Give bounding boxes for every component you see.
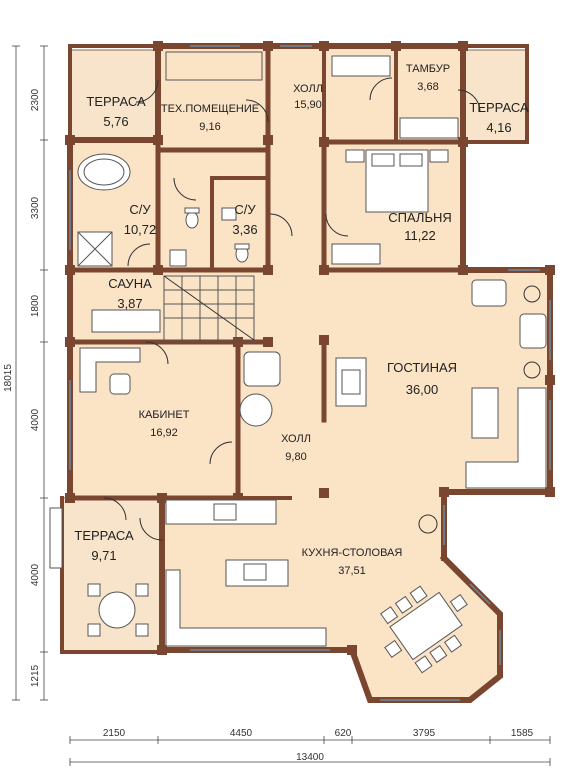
nightstand-icon bbox=[345, 149, 365, 163]
door-icon-9 bbox=[145, 341, 169, 365]
dim-left-6: 1215 bbox=[30, 664, 41, 687]
office-chair-icon bbox=[109, 373, 131, 395]
dimension-labels: 2300 3300 1800 4000 4000 1215 18015 2150… bbox=[3, 88, 534, 763]
staircase-icon bbox=[163, 275, 255, 341]
fireplace-icon bbox=[335, 357, 367, 407]
plant-icon-3 bbox=[418, 514, 438, 534]
terrace-step bbox=[49, 507, 63, 569]
armchair-icon bbox=[243, 351, 281, 387]
plant-icon-2 bbox=[523, 361, 541, 379]
bedroom-area: 11,22 bbox=[404, 228, 436, 243]
kitchen-label: КУХНЯ-СТОЛОВАЯ bbox=[302, 547, 403, 559]
dim-left-4: 4000 bbox=[30, 408, 41, 431]
sauna-bench bbox=[91, 309, 161, 333]
cooktop-icon bbox=[243, 563, 267, 581]
door-icon-7 bbox=[325, 213, 349, 237]
bath1-label: С/У bbox=[129, 202, 151, 217]
door-icon-4 bbox=[457, 89, 481, 113]
hall-mid-label: ХОЛЛ bbox=[281, 433, 311, 445]
bath1-area: 10,72 bbox=[124, 222, 157, 237]
wardrobe-icon-2 bbox=[399, 117, 459, 139]
terrace-table-icon bbox=[98, 591, 136, 629]
dim-left-2: 3300 bbox=[30, 196, 41, 219]
wardrobe-icon bbox=[331, 55, 391, 77]
dim-bottom-2: 4450 bbox=[230, 728, 253, 739]
door-icon-5 bbox=[173, 177, 197, 201]
dim-bottom-4: 3795 bbox=[413, 728, 436, 739]
terrace-nw-label: ТЕРРАСА bbox=[86, 94, 146, 109]
office-area: 16,92 bbox=[150, 427, 178, 439]
toilet-icon bbox=[185, 211, 199, 229]
coffee-table-icon bbox=[471, 387, 499, 439]
bath2-area: 3,36 bbox=[232, 222, 257, 237]
windows bbox=[69, 45, 551, 701]
living-armchair-icon bbox=[471, 279, 507, 307]
door-icon-6 bbox=[269, 213, 293, 237]
doors bbox=[103, 77, 481, 541]
tech-area: 9,16 bbox=[199, 121, 220, 133]
terrace-sw-area: 9,71 bbox=[91, 548, 116, 563]
terrace-sw-label: ТЕРРАСА bbox=[74, 528, 134, 543]
tambur-area: 3,68 bbox=[417, 81, 438, 93]
plant-icon bbox=[523, 285, 541, 303]
kitchen-sink-icon bbox=[213, 503, 237, 521]
dining-table-icon bbox=[380, 585, 468, 674]
door-icon-12 bbox=[139, 517, 163, 541]
bath2-label: С/У bbox=[234, 202, 256, 217]
sofa-icon bbox=[465, 387, 547, 489]
bedroom-label: СПАЛЬНЯ bbox=[388, 210, 452, 225]
dim-left-5: 4000 bbox=[30, 563, 41, 586]
furniture bbox=[49, 51, 547, 674]
hall-top-label: ХОЛЛ bbox=[293, 83, 323, 95]
kitchen-area: 37,51 bbox=[338, 565, 366, 577]
hall-top-area: 15,90 bbox=[294, 99, 322, 111]
dimension-lines bbox=[12, 45, 551, 766]
bathtub-icon bbox=[77, 153, 131, 191]
tech-counter bbox=[165, 51, 263, 81]
dim-total-height: 18015 bbox=[3, 364, 14, 392]
door-icon-11 bbox=[103, 497, 127, 521]
door-icon-3 bbox=[369, 77, 393, 101]
dim-total-width: 13400 bbox=[296, 752, 324, 763]
sauna-area: 3,87 bbox=[117, 296, 142, 311]
hall-mid-area: 9,80 bbox=[285, 451, 306, 463]
door-icon-8 bbox=[127, 243, 151, 267]
tech-label: ТЕХ.ПОМЕЩЕНИЕ bbox=[161, 103, 259, 115]
log-joints bbox=[65, 41, 555, 655]
living-label: ГОСТИНАЯ bbox=[387, 360, 457, 375]
sink-icon-2 bbox=[169, 249, 187, 267]
terrace-nw-area: 5,76 bbox=[103, 114, 128, 129]
room-labels: ТЕРРАСА 5,76 ТЕХ.ПОМЕЩЕНИЕ 9,16 ХОЛЛ 15,… bbox=[74, 63, 529, 577]
tambur-label: ТАМБУР bbox=[406, 63, 450, 75]
office-label: КАБИНЕТ bbox=[139, 409, 190, 421]
wardrobe-icon-3 bbox=[331, 243, 381, 265]
door-icon-2 bbox=[245, 99, 269, 123]
office-desk bbox=[79, 347, 141, 393]
dim-bottom-5: 1585 bbox=[511, 728, 534, 739]
floor-fills bbox=[61, 46, 550, 700]
door-icon-10 bbox=[209, 441, 233, 465]
living-armchair-icon-2 bbox=[519, 313, 547, 349]
terrace-ne-area: 4,16 bbox=[486, 120, 511, 135]
bed-icon bbox=[365, 149, 429, 213]
nightstand-icon-2 bbox=[429, 149, 449, 163]
dim-left-3: 1800 bbox=[30, 294, 41, 317]
living-area: 36,00 bbox=[406, 382, 439, 397]
terrace-nw-floor bbox=[69, 49, 159, 139]
sauna-label: САУНА bbox=[108, 276, 152, 291]
sink-icon bbox=[221, 207, 237, 221]
kitchen-counter-2 bbox=[165, 569, 327, 647]
round-table-icon bbox=[239, 393, 273, 427]
door-icon bbox=[135, 79, 159, 103]
dim-bottom-1: 2150 bbox=[103, 728, 126, 739]
terrace-ne-label: ТЕРРАСА bbox=[469, 100, 529, 115]
dim-left-1: 2300 bbox=[30, 88, 41, 111]
dim-bottom-3: 620 bbox=[335, 728, 352, 739]
